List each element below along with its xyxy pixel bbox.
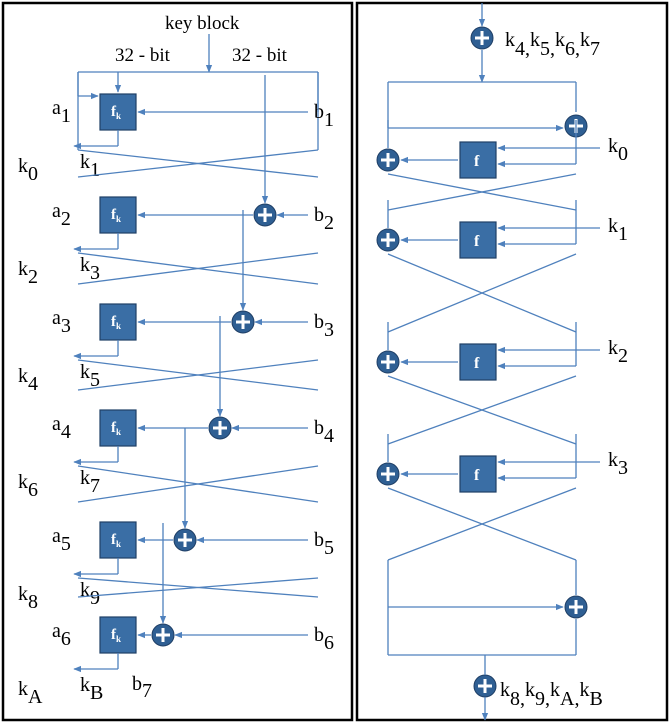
key-label: k5 bbox=[80, 361, 100, 391]
right-round-4: f k3 bbox=[376, 434, 628, 561]
b-label: b4 bbox=[314, 417, 334, 447]
b-label: b2 bbox=[314, 204, 334, 234]
cross-r-to-l bbox=[77, 359, 319, 391]
right-panel: k4,k5,k6,k7 f k0 f k1 f k2 f k3 k8,k9,kA,kB bbox=[376, 3, 628, 721]
right-xor-bottom bbox=[564, 595, 588, 619]
f-box bbox=[459, 221, 497, 259]
left-round-6: fk a6 b6 kA kB bbox=[18, 523, 334, 708]
fk-label: fk bbox=[111, 420, 121, 437]
key-label: k1 bbox=[80, 151, 100, 181]
round-key-label: k3 bbox=[608, 449, 628, 479]
key-label: k4 bbox=[18, 365, 38, 395]
cross-r-to-l bbox=[77, 149, 319, 178]
cross-r-to-l bbox=[77, 465, 319, 503]
cross-r-to-l bbox=[387, 173, 577, 211]
a-label: a5 bbox=[52, 525, 71, 555]
right-xor-3 bbox=[376, 350, 400, 374]
f-label: f bbox=[474, 467, 480, 484]
cross-r-to-l bbox=[77, 577, 319, 598]
right-xor-2 bbox=[376, 228, 400, 252]
xor-4 bbox=[208, 416, 232, 440]
key-label: k8 bbox=[18, 583, 38, 613]
cross-r-to-l bbox=[387, 253, 577, 333]
fk-label: fk bbox=[111, 207, 121, 224]
f-label: f bbox=[474, 355, 480, 372]
right-rounds: f k0 f k1 f k2 f k3 bbox=[376, 81, 628, 656]
left-round-5: fk a5 b5 k8 k9 bbox=[18, 428, 334, 613]
round-key-label: k2 bbox=[608, 337, 628, 367]
right-panel-frame bbox=[355, 1, 669, 722]
right-round-3: f k2 bbox=[376, 322, 628, 445]
right-xor-4 bbox=[376, 462, 400, 486]
b-label: b6 bbox=[314, 624, 334, 654]
bits-right-label: 32 - bit bbox=[232, 45, 288, 66]
right-bottom-xor bbox=[473, 674, 497, 698]
cross-r-to-l bbox=[77, 252, 319, 285]
fk-label: fk bbox=[111, 314, 121, 331]
b-label: b1 bbox=[314, 101, 334, 131]
key-label: kB bbox=[80, 674, 103, 704]
fk-box bbox=[99, 521, 137, 559]
xor-3 bbox=[231, 310, 255, 334]
left-round-2: fk a2 b2 k2 k3 bbox=[18, 75, 334, 288]
f-label: f bbox=[474, 233, 480, 250]
right-bottom-keys: k8,k9,kA,kB bbox=[500, 679, 603, 710]
left-rounds: fk a1 b1 k0 k1 fk a2 b2 k2 k3 fk a3 b3 k4 k5 fk a4 b4 k6 k7… bbox=[18, 72, 334, 708]
round-key-label: k1 bbox=[608, 215, 628, 245]
right-top-keys: k4,k5,k6,k7 bbox=[505, 29, 600, 60]
b7-label: b7 bbox=[132, 673, 152, 702]
fk-box bbox=[99, 93, 137, 131]
round-key-label: k0 bbox=[608, 135, 628, 165]
left-round-3: fk a3 b3 k4 k5 bbox=[18, 210, 334, 395]
left-round-4: fk a4 b4 k6 k7 bbox=[18, 316, 334, 503]
a-label: a3 bbox=[52, 307, 71, 337]
xor-6 bbox=[151, 623, 175, 647]
key-label: k9 bbox=[80, 579, 100, 609]
key-label: k3 bbox=[80, 254, 100, 284]
key-label: k0 bbox=[18, 155, 38, 185]
xor-2 bbox=[253, 203, 277, 227]
f-label: f bbox=[474, 153, 480, 170]
f-box bbox=[459, 343, 497, 381]
xor-5 bbox=[173, 528, 197, 552]
key-label: k7 bbox=[80, 467, 100, 497]
f-box bbox=[459, 455, 497, 493]
key-block-label: key block bbox=[165, 13, 240, 34]
b-label: b3 bbox=[314, 311, 334, 341]
key-label: k6 bbox=[18, 471, 38, 501]
left-round-1: fk a1 b1 k0 k1 bbox=[18, 93, 334, 185]
a-label: a6 bbox=[52, 620, 71, 650]
fk-label: fk bbox=[111, 104, 121, 121]
f-box bbox=[459, 141, 497, 179]
a-label: a2 bbox=[52, 200, 71, 230]
right-top-xor bbox=[470, 26, 494, 50]
key-label: k2 bbox=[18, 258, 38, 288]
right-round-1: f k0 bbox=[376, 120, 628, 211]
b-label: b5 bbox=[314, 529, 334, 559]
fk-label: fk bbox=[111, 627, 121, 644]
a-label: a4 bbox=[52, 413, 71, 443]
fk-box bbox=[99, 303, 137, 341]
left-panel-frame bbox=[1, 1, 354, 722]
fk-label: fk bbox=[111, 532, 121, 549]
cross-r-to-l bbox=[387, 487, 577, 561]
bits-left-label: 32 - bit bbox=[115, 45, 171, 66]
right-xor-1 bbox=[376, 148, 400, 172]
right-round-2: f k1 bbox=[376, 200, 628, 333]
key-label: kA bbox=[18, 678, 43, 708]
cross-r-to-l bbox=[387, 375, 577, 445]
a-label: a1 bbox=[52, 97, 71, 127]
